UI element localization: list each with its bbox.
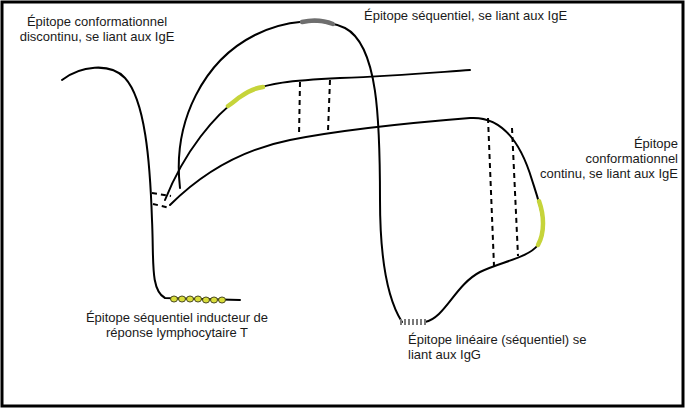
epitope-label: Épitope séquentiel, se liant aux IgE [362,6,662,24]
disulfide-bond [488,118,494,266]
tcell-epitope-bead [219,297,226,303]
epitope-label: Épitope linéaire (séquentiel) se liant a… [406,332,606,363]
sequential-epitope [302,20,333,24]
tcell-epitope-bead [211,297,218,303]
disulfide-bond [512,128,518,256]
epitope-label-text: Épitope conformationnel discontinu, se l… [16,14,178,44]
tcell-epitope-bead [179,296,186,302]
disulfide-bond [152,193,171,196]
discontinuous-epitope [228,87,263,106]
peptide-strand [170,118,543,322]
tcell-epitope-bead [171,296,178,302]
epitope-label: Épitope conformationnel continu, se lian… [536,136,680,182]
continuous-epitope [538,201,543,245]
epitope-label-text: Épitope séquentiel, se liant aux IgE [362,8,569,23]
disulfide-bond [299,82,300,136]
epitope-label: Épitope conformationnel discontinu, se l… [16,14,178,45]
peptide-chain [62,68,240,300]
epitope-label: Épitope séquentiel inducteur de réponse … [66,310,288,341]
tcell-epitope-bead [195,296,202,302]
tcell-epitope-bead [187,296,194,302]
epitope-label-text: Épitope conformationnel continu, se lian… [536,136,680,181]
tcell-epitope-bead [203,297,210,303]
disulfide-bond [328,80,330,131]
epitope-label-text: Épitope linéaire (séquentiel) se liant a… [406,332,606,362]
epitope-label-text: Épitope séquentiel inducteur de réponse … [66,310,288,340]
linear-epitope [400,319,426,325]
disulfide-bond [153,204,170,208]
